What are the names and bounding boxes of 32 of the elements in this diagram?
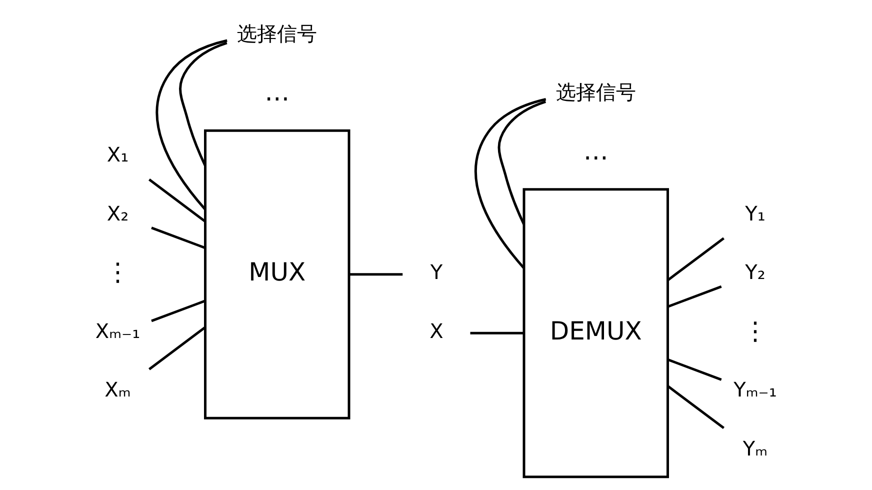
node-box: DEMUX <box>522 188 668 478</box>
node-text: Yₘ₋₁ <box>733 378 776 402</box>
connector <box>178 42 227 166</box>
connector <box>148 178 206 222</box>
label: ⋮ <box>104 258 130 287</box>
node-box: MUX <box>204 129 350 420</box>
connector <box>666 285 722 308</box>
node-text: X₂ <box>106 201 128 226</box>
node-text: Xₘ₋₁ <box>94 318 140 343</box>
node-text: Xₘ <box>104 378 130 402</box>
connector <box>150 226 206 250</box>
connector <box>497 100 546 225</box>
label: … <box>264 78 290 107</box>
connector <box>666 385 724 429</box>
connector <box>348 273 402 276</box>
node-text: Y₁ <box>744 201 765 226</box>
node-text: Y <box>430 260 442 284</box>
connector <box>148 326 206 370</box>
connector <box>666 358 722 381</box>
connector <box>474 98 546 269</box>
connector <box>470 332 524 334</box>
node-text: 选择信号 <box>555 80 636 104</box>
connector <box>150 300 206 322</box>
label: ⋮ <box>742 316 768 346</box>
connector <box>666 237 724 282</box>
node-text: Yₘ <box>742 436 768 460</box>
node-text: Y₂ <box>744 260 765 284</box>
node-text: 选择信号 <box>236 21 317 46</box>
connector <box>155 39 227 210</box>
label: … <box>582 136 608 166</box>
node-text: X₁ <box>106 142 128 167</box>
node-text: X <box>429 318 443 343</box>
